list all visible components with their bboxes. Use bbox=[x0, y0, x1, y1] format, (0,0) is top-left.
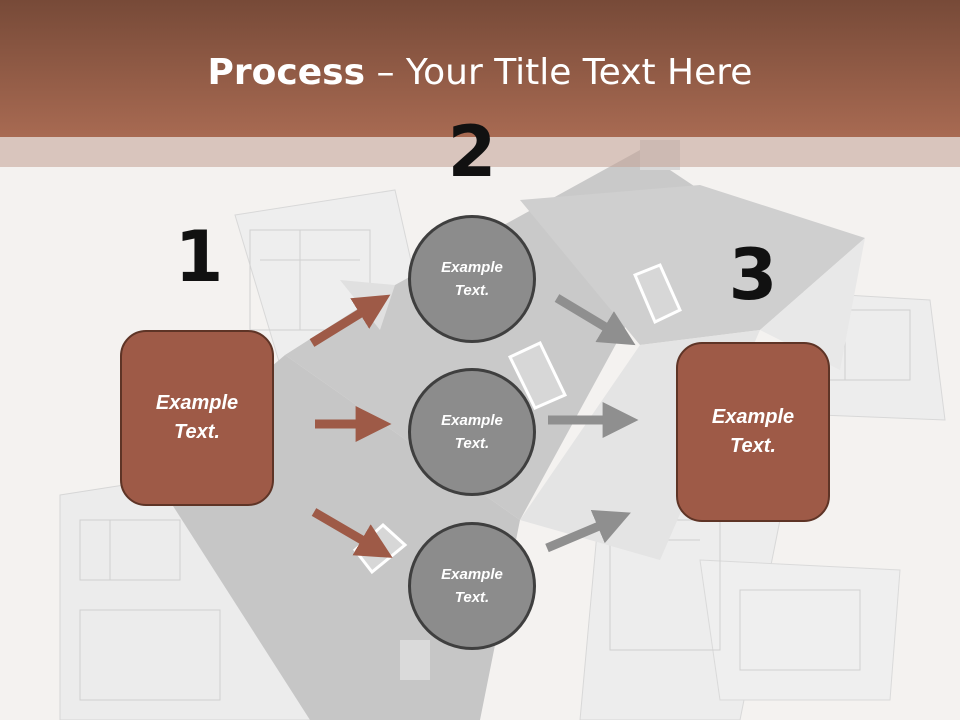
step-1-text-line2: Text. bbox=[174, 421, 220, 443]
header-bar bbox=[0, 0, 960, 137]
step-3-text-line2: Text. bbox=[730, 435, 776, 457]
circle-middle-line1: Example bbox=[441, 412, 503, 429]
circle-bottom-line2: Text. bbox=[454, 589, 490, 606]
step-3-text-line1: Example bbox=[711, 406, 795, 428]
circle-middle-line2: Text. bbox=[454, 435, 490, 452]
title-bold: Process bbox=[207, 52, 366, 93]
circle-bottom-line1: Example bbox=[441, 566, 503, 583]
circle-top-line1: Example bbox=[441, 259, 503, 276]
arrow-2a-to-3 bbox=[554, 294, 636, 346]
arrow-1-to-2a bbox=[309, 294, 391, 347]
step-number-2: 2 bbox=[447, 111, 497, 193]
step-number-1: 1 bbox=[174, 216, 224, 298]
arrow-1-to-2c bbox=[311, 508, 393, 558]
arrow-2c-to-3 bbox=[545, 510, 631, 553]
circle-top-line2: Text. bbox=[454, 282, 490, 299]
step-number-3: 3 bbox=[728, 234, 778, 316]
header-band bbox=[0, 137, 960, 167]
slide-title: Process – Your Title Text Here bbox=[0, 52, 960, 93]
title-rest: – Your Title Text Here bbox=[365, 52, 753, 93]
step-1-text-line1: Example bbox=[155, 392, 239, 414]
